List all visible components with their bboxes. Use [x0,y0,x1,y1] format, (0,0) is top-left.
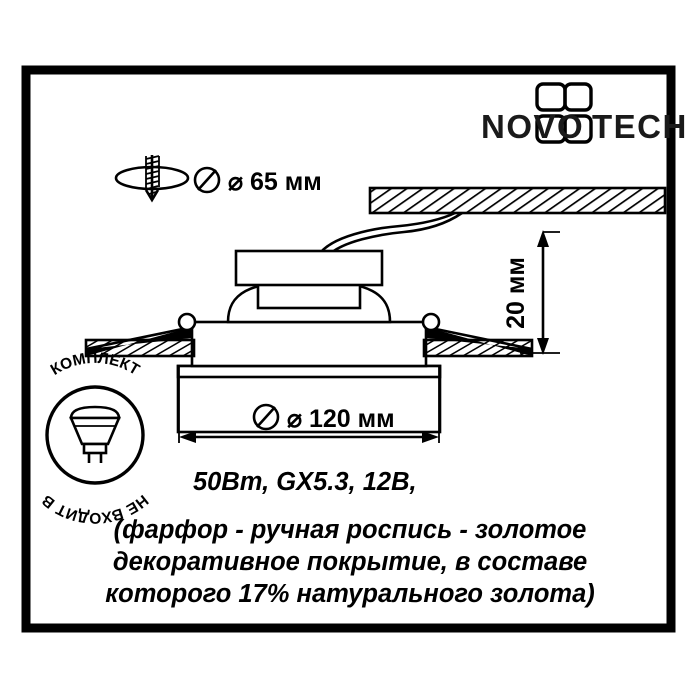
spring-clip-left-pivot [177,312,197,332]
spec-line-1: 50Вт, GX5.3, 12В, [193,468,417,496]
trim-top-lip [176,364,442,379]
diameter-symbol-120 [252,403,280,431]
spring-clip-left [84,312,197,358]
supply-wire [316,211,463,258]
ceiling-slab-hatch [368,186,667,215]
spring-clip-right-teeth [422,338,534,358]
fixture-assembly [176,249,442,434]
outer-arrow-left [179,431,196,443]
outer-dimension-label: ⌀ 120 мм [287,405,395,433]
height-arrow-top [537,230,549,247]
diameter-symbol-65 [193,166,221,194]
logo-text-tech: TECH [592,108,688,145]
lamp-reflector-body [69,416,121,446]
lamp-base [82,442,108,455]
height-arrow-bottom [537,338,549,355]
height-dimension-group: 20 мм [502,230,560,355]
outer-dimension-group: ⌀ 120 мм [178,366,440,443]
spec-line-3: декоративное покрытие, в составе [113,548,587,576]
spring-clip-right-pivot [421,312,441,332]
fixture-trim-body [176,364,442,434]
lamp-front-glass [69,405,121,420]
spec-line-2: (фарфор - ручная роспись - золотое [114,516,587,544]
spec-line-4: которого 17% натурального золота) [105,580,595,608]
mr16-gu5-3-lamp-icon [69,405,121,463]
novotech-cross-emblem [535,82,593,144]
badge-inner-circle [45,385,145,485]
housing-neck [256,282,362,310]
ceiling-slab [368,186,667,215]
drawing-frame-border [21,65,676,633]
novotech-logo: NOVO TECH [481,82,688,145]
height-dimension-label: 20 мм [502,257,530,329]
not-included-badge: КОМПЛЕКТ НЕ ВХОДИТ В [39,350,151,526]
logo-text-novo: NOVO [481,108,584,145]
outer-arrow-right [422,431,439,443]
cutout-dimension-group: ⌀ 65 мм [114,155,322,203]
spring-clip-right [421,312,534,358]
drill-bit-flutes [144,155,160,203]
cutout-dimension-label: ⌀ 65 мм [228,168,322,196]
terminal-box-cap [234,249,384,287]
mounting-flange [190,320,428,368]
spec-text-block: 50Вт, GX5.3, 12В, (фарфор - ручная роспи… [105,468,595,608]
